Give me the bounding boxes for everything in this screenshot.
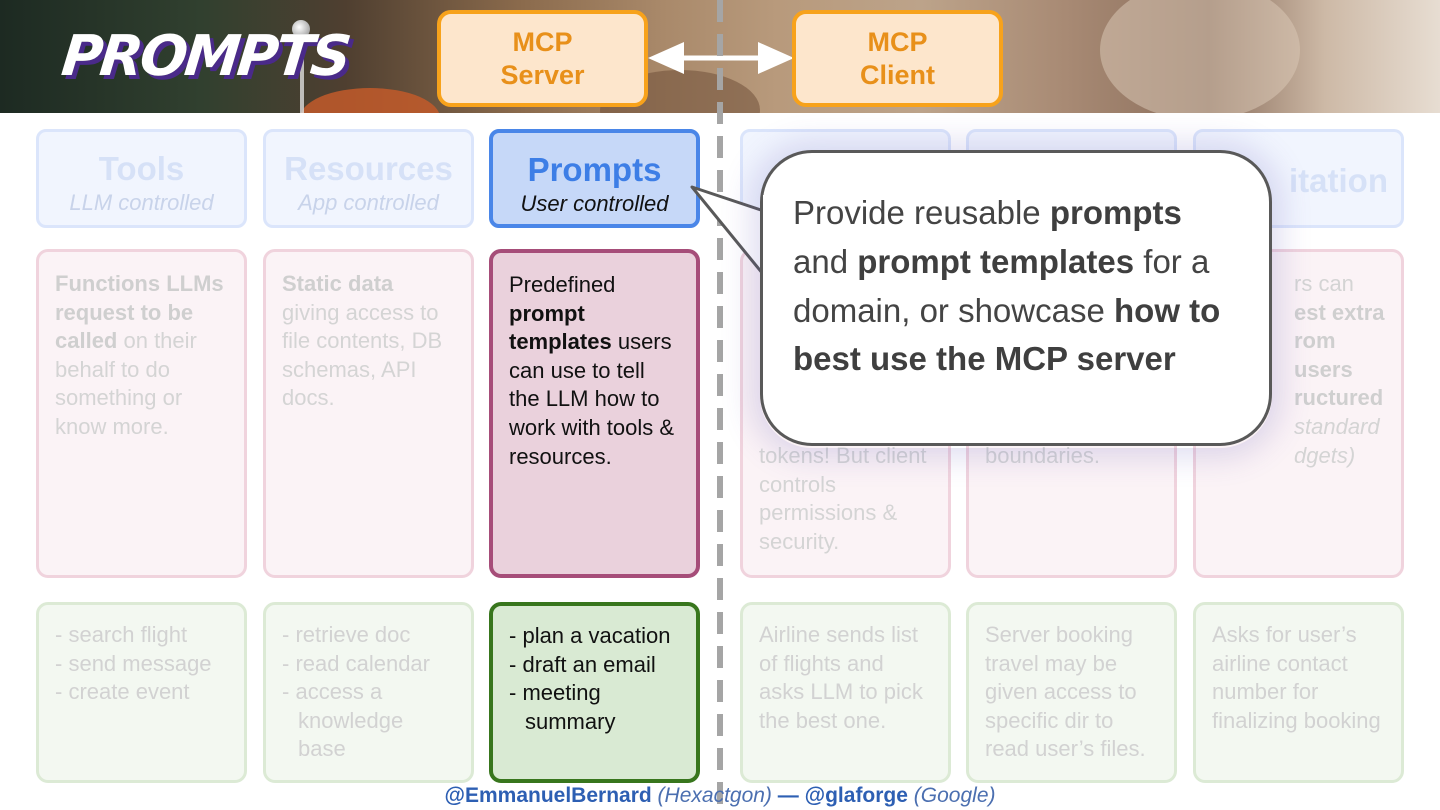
list-item: plan a vacation	[509, 622, 680, 651]
author-handle: @glaforge	[804, 784, 908, 807]
column-header-elicitation: itation	[1193, 129, 1404, 228]
column-examples-prompts: plan a vacationdraft an emailmeeting sum…	[489, 602, 700, 783]
column-description-tools: Functions LLMs request to be called on t…	[36, 249, 247, 578]
list-item: send message	[55, 650, 228, 679]
list-item: search flight	[55, 621, 228, 650]
banner-decoration	[1100, 0, 1300, 113]
examples-list: plan a vacationdraft an emailmeeting sum…	[509, 622, 680, 736]
banner-decoration	[300, 28, 304, 113]
examples-list: search flightsend messagecreate event	[55, 621, 228, 707]
author-org: (Hexactgon)	[657, 784, 772, 807]
column-examples-tools: search flightsend messagecreate event	[36, 602, 247, 783]
list-item: read calendar	[282, 650, 455, 679]
author-org: (Google)	[913, 784, 996, 807]
banner-decoration	[292, 20, 310, 38]
column-subtitle: User controlled	[520, 191, 669, 216]
page-title: PROMPTS	[58, 24, 352, 89]
column-title: Tools	[98, 150, 185, 187]
column-subtitle: App controlled	[298, 190, 439, 215]
list-item: draft an email	[509, 651, 680, 680]
column-title: Resources	[284, 150, 453, 187]
mcp-server-box: MCP Server	[437, 10, 648, 107]
list-item: create event	[55, 678, 228, 707]
column-header-prompts: Prompts User controlled	[489, 129, 700, 228]
column-title: itation	[1289, 162, 1388, 199]
column-examples-resources: retrieve docread calendaraccess a knowle…	[263, 602, 474, 783]
mcp-client-box: MCP Client	[792, 10, 1003, 107]
column-header-resources: Resources App controlled	[263, 129, 474, 228]
examples-list: retrieve docread calendaraccess a knowle…	[282, 621, 455, 764]
column-title: Prompts	[527, 151, 662, 188]
speech-bubble: Provide reusable prompts and prompt temp…	[760, 150, 1272, 446]
column-subtitle: LLM controlled	[69, 190, 214, 215]
column-description-resources: Static data giving access to file conten…	[263, 249, 474, 578]
separator: —	[777, 784, 799, 807]
list-item: meeting summary	[509, 679, 680, 736]
speech-bubble-tail-cover	[763, 195, 793, 275]
column-description-prompts: Predefined prompt templates users can us…	[489, 249, 700, 578]
column-header-tools: Tools LLM controlled	[36, 129, 247, 228]
column-examples-elicitation: Asks for user’s airline contact number f…	[1193, 602, 1404, 783]
server-client-divider	[717, 0, 723, 810]
author-handle: @EmmanuelBernard	[444, 784, 652, 807]
column-examples-roots: Server booking travel may be given acces…	[966, 602, 1177, 783]
list-item: access a knowledge base	[282, 678, 455, 764]
footer-credits: @EmmanuelBernard (Hexactgon) — @glaforge…	[0, 784, 1440, 808]
column-examples-sampling: Airline sends list of flights and asks L…	[740, 602, 951, 783]
list-item: retrieve doc	[282, 621, 455, 650]
